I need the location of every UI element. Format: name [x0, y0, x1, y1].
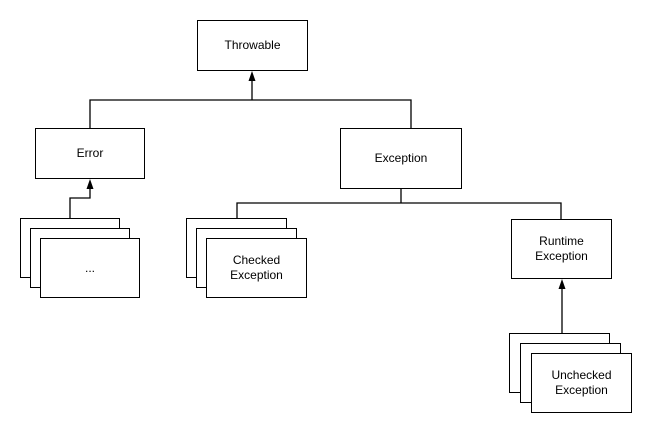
- node-runtime-exception-label: Runtime Exception: [535, 234, 588, 263]
- arrowhead-to-throwable: [248, 71, 256, 81]
- arrowhead-to-runtime-exception: [558, 279, 566, 289]
- node-error-label: Error: [76, 146, 104, 160]
- stack-unchecked-exception-front-card: Unchecked Exception: [531, 353, 632, 413]
- edge-error-exception-to-throwable: [89, 99, 412, 128]
- stack-checked-exception-front-card: Checked Exception: [206, 238, 307, 298]
- stack-checked-exception-label: Checked Exception: [230, 253, 283, 282]
- edge-exception-to-children: [236, 189, 562, 219]
- node-exception: Exception: [340, 128, 462, 189]
- node-error: Error: [35, 128, 145, 179]
- edge-error-subclasses-to-error: [69, 188, 91, 218]
- stack-error-subclasses-label: ...: [84, 260, 95, 275]
- stack-unchecked-exception-label: Unchecked Exception: [551, 368, 612, 397]
- node-throwable-label: Throwable: [224, 38, 281, 52]
- node-exception-label: Exception: [374, 151, 428, 165]
- stack-error-subclasses-front-card: ...: [40, 238, 140, 298]
- node-throwable: Throwable: [197, 20, 308, 71]
- node-runtime-exception: Runtime Exception: [511, 219, 612, 279]
- arrowhead-to-error: [86, 179, 94, 189]
